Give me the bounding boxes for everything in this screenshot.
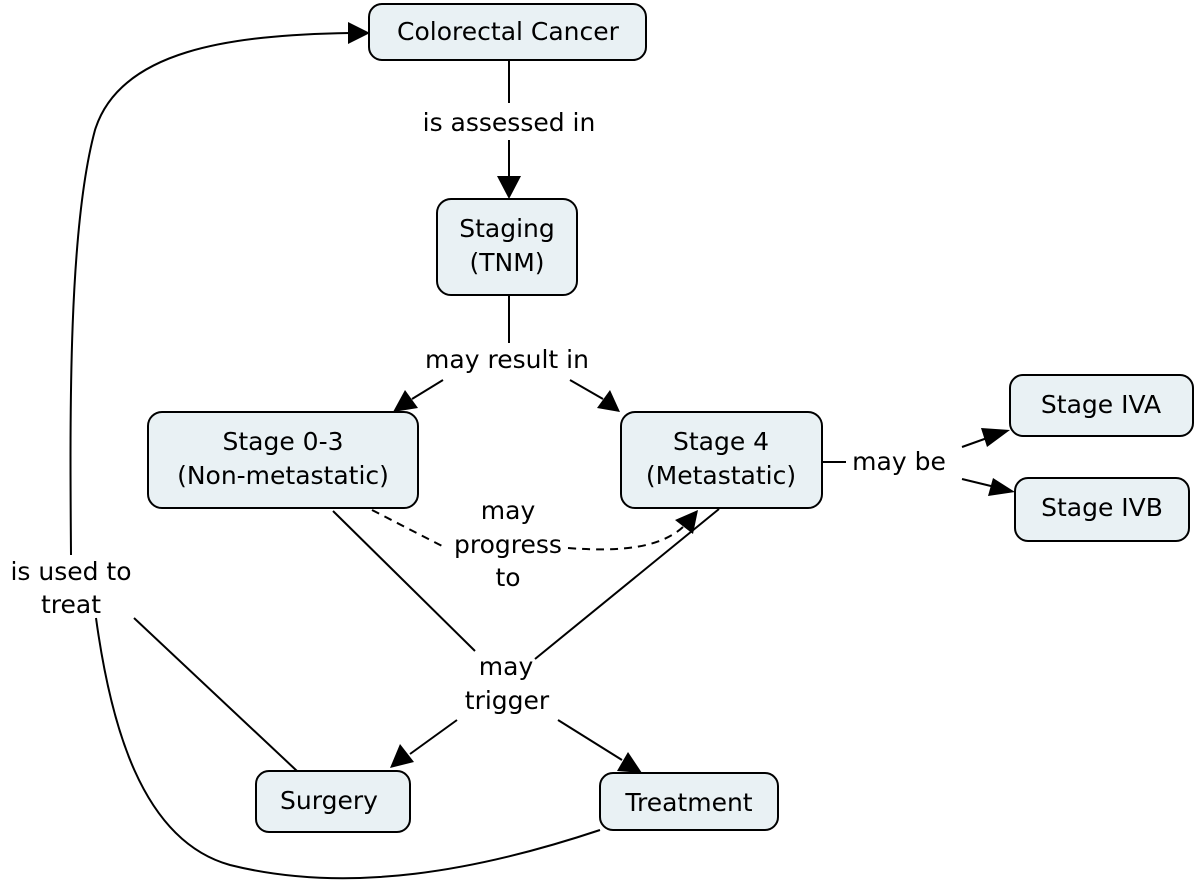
link-used-line2: treat: [41, 590, 101, 619]
node-staging[interactable]: Staging (TNM): [436, 198, 578, 296]
link-used-line1: is used to: [10, 557, 131, 586]
link-may-be: may be: [852, 447, 946, 476]
node-stage03-line2: (Non-metastatic): [177, 461, 389, 490]
node-surgery[interactable]: Surgery: [255, 770, 411, 833]
node-stage-4[interactable]: Stage 4 (Metastatic): [620, 411, 823, 509]
node-stage-ivb-label: Stage IVB: [1041, 493, 1163, 522]
link-is-used-to-treat: is used to treat: [10, 557, 131, 619]
arrowhead-progress-stage4: [675, 510, 698, 534]
link-progress-line3: to: [495, 563, 520, 592]
edge-surgery-used: [133, 617, 298, 772]
link-may-result-in: may result in: [425, 345, 589, 374]
node-colorectal-cancer[interactable]: Colorectal Cancer: [368, 3, 647, 61]
node-surgery-label: Surgery: [280, 786, 378, 815]
node-stage03-line1: Stage 0-3: [222, 427, 343, 456]
arrowhead-stage03: [393, 390, 418, 412]
edge-treatment-used: [95, 617, 601, 880]
link-trigger-line2: trigger: [465, 686, 550, 715]
node-staging-line1: Staging: [459, 214, 555, 243]
node-stage4-line1: Stage 4: [673, 427, 769, 456]
arrowhead-staging: [497, 176, 521, 199]
link-progress-line2: progress: [454, 530, 562, 559]
node-stage-iva-label: Stage IVA: [1041, 390, 1161, 419]
node-stage-ivb[interactable]: Stage IVB: [1014, 477, 1190, 542]
node-colorectal-label: Colorectal Cancer: [397, 17, 620, 46]
arrowhead-iva: [981, 428, 1010, 447]
edge-maybe-ivb: [961, 478, 996, 488]
node-treatment-label: Treatment: [624, 788, 752, 817]
arrowhead-surgery: [390, 744, 414, 768]
edge-result-stage03: [411, 379, 444, 400]
edge-stage4-trigger: [534, 508, 720, 660]
node-stage4-line2: (Metastatic): [646, 461, 796, 490]
edge-stage03-trigger: [332, 510, 476, 652]
link-is-assessed-in: is assessed in: [423, 108, 596, 137]
edge-used-colorectal: [69, 32, 351, 556]
edge-progress-stage4: [567, 526, 684, 551]
edge-stage03-progress: [371, 509, 443, 547]
link-may-trigger: may trigger: [465, 652, 550, 715]
link-trigger-line1: may: [479, 652, 534, 681]
arrowhead-stage4: [597, 390, 620, 412]
edge-result-stage4: [569, 379, 604, 400]
node-treatment[interactable]: Treatment: [599, 772, 779, 831]
arrowhead-treatment: [617, 752, 642, 773]
node-staging-line2: (TNM): [469, 248, 544, 277]
link-may-progress-to: may progress to: [454, 496, 562, 592]
arrowhead-ivb: [988, 478, 1015, 496]
arrowhead-colorectal: [348, 22, 370, 44]
node-stage-iva[interactable]: Stage IVA: [1009, 374, 1194, 437]
edge-trigger-surgery: [409, 719, 458, 755]
link-progress-line1: may: [481, 496, 536, 525]
edge-trigger-treatment: [557, 719, 623, 761]
node-stage-0-3[interactable]: Stage 0-3 (Non-metastatic): [147, 411, 419, 509]
